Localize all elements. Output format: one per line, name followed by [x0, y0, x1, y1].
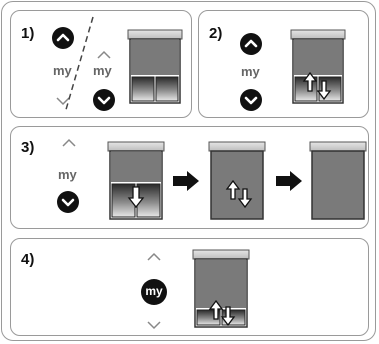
window-blind-icon: [290, 29, 346, 104]
right-arrow-icon: [276, 171, 302, 191]
down-chevron-icon: [56, 97, 70, 106]
step-4-number: 4): [21, 251, 35, 268]
window-blind-icon: [208, 141, 266, 220]
step-2-panel: 2) my: [198, 10, 369, 118]
window-blind-icon: [127, 29, 183, 104]
step-4-panel: 4) my: [10, 238, 369, 336]
up-chevron-button-icon[interactable]: [240, 33, 262, 55]
step-1-panel: 1) my my: [10, 10, 192, 118]
up-chevron-button-icon[interactable]: [52, 27, 74, 49]
down-chevron-icon: [147, 321, 161, 330]
my-label: my: [241, 64, 260, 79]
my-label-right: my: [93, 63, 112, 78]
up-down-arrows-icon: [302, 71, 332, 101]
dashed-separator: [64, 16, 94, 114]
up-chevron-icon: [147, 252, 161, 261]
my-button-icon[interactable]: my: [141, 279, 167, 305]
step-3-number: 3): [21, 139, 35, 156]
up-chevron-icon: [62, 138, 76, 147]
down-chevron-button-icon[interactable]: [93, 89, 115, 111]
my-label-left: my: [53, 63, 72, 78]
up-chevron-icon: [97, 50, 111, 59]
right-arrow-icon: [173, 171, 199, 191]
down-chevron-button-icon[interactable]: [57, 191, 79, 213]
down-chevron-button-icon[interactable]: [240, 89, 262, 111]
up-down-arrows-icon: [225, 179, 253, 209]
window-blind-icon: [309, 141, 367, 220]
my-label: my: [58, 167, 77, 182]
step-3-panel: 3) my: [10, 126, 369, 229]
up-down-arrows-icon: [208, 299, 236, 327]
step-2-number: 2): [209, 25, 223, 42]
instruction-frame: 1) my my 2) my: [1, 1, 376, 341]
down-arrow-icon: [127, 186, 145, 209]
step-1-number: 1): [21, 25, 35, 42]
window-blind-icon: [192, 249, 250, 328]
window-blind-icon: [107, 141, 165, 220]
